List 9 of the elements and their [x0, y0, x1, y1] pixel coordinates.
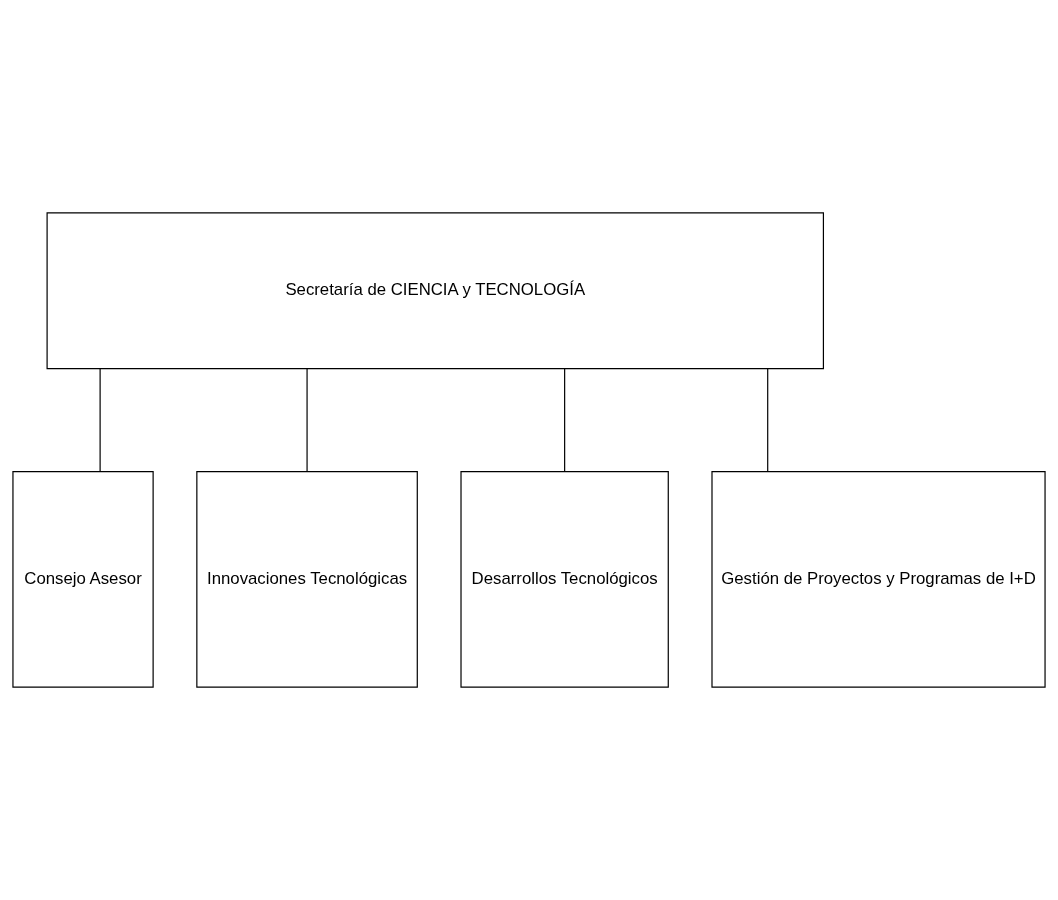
node-box: Secretaría de CIENCIA y TECNOLOGÍA [46, 212, 824, 370]
node-box: Gestión de Proyectos y Programas de I+D [711, 470, 1046, 688]
connector [306, 368, 308, 472]
connector [564, 368, 566, 472]
connector [99, 368, 101, 472]
node-box: Desarrollos Tecnológicos [460, 470, 669, 688]
node-box: Innovaciones Tecnológicas [196, 470, 418, 688]
node-box: Consejo Asesor [12, 470, 154, 688]
connector [767, 368, 769, 472]
